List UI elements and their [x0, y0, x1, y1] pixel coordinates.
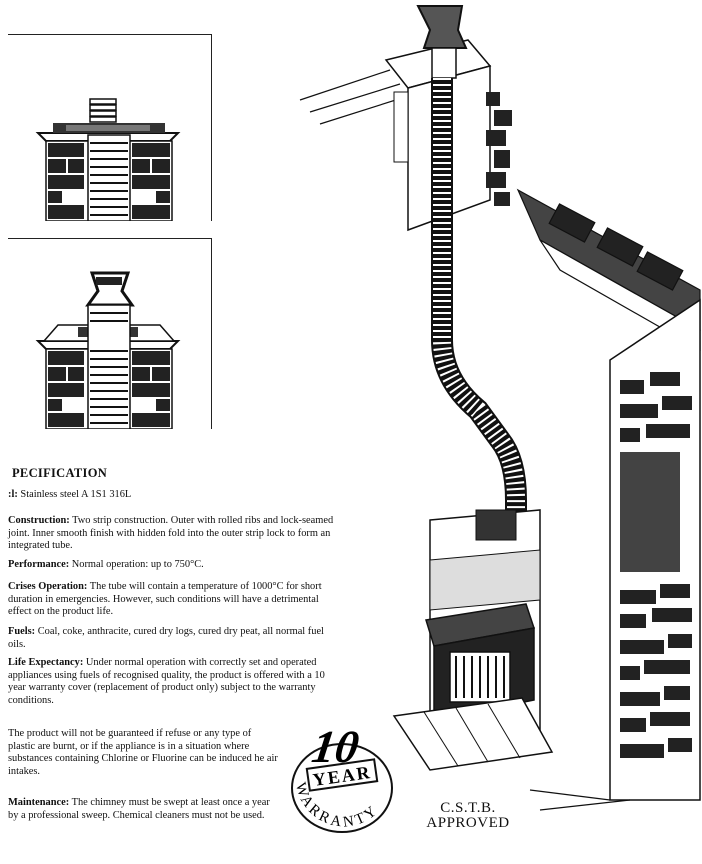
spec-material: :l: Stainless steel A 1S1 316L [8, 489, 338, 502]
spec-text: The chimney must be swept at least once … [8, 797, 270, 821]
spec-label: Fuels: [8, 626, 36, 637]
spec-label: Construction: [8, 515, 70, 526]
spec-label: Maintenance: [8, 797, 70, 808]
spec-performance: Performance: Normal operation: up to 750… [8, 559, 338, 572]
spec-construction: Construction: Two strip construction. Ou… [8, 515, 338, 553]
spec-text: Under normal operation with correctly se… [8, 657, 325, 706]
spec-maintenance: Maintenance: The chimney must be swept a… [8, 797, 278, 822]
approved-line: APPROVED [426, 815, 510, 831]
spec-label: :l: [8, 489, 18, 500]
spec-text: Coal, coke, anthracite, cured dry logs, … [8, 626, 324, 650]
spec-text: Stainless steel A 1S1 316L [17, 489, 132, 500]
chimney-liner-cutaway-illustration [299, 5, 701, 811]
spec-text: Two strip construction. Outer with rolle… [8, 515, 334, 552]
chimney-stack-illustration [35, 98, 181, 222]
spec-text: Normal operation: up to 750°C. [69, 559, 204, 570]
spec-text: The tube will contain a temperature of 1… [8, 581, 322, 618]
warranty-word-path: WARRANTY [292, 781, 379, 831]
spec-text: The product will not be guaranteed if re… [8, 728, 278, 777]
chimney-cowl-illustration [35, 271, 181, 430]
warranty-seal: 10 YEAR WARRANTY [291, 721, 393, 833]
spec-guarantee-note: The product will not be guaranteed if re… [8, 728, 278, 778]
spec-label: Performance: [8, 559, 70, 570]
cstb-approval: C.S.T.B. APPROVED [418, 801, 518, 831]
chimney-top-figure-2 [8, 238, 212, 430]
spec-label: Crises Operation: [8, 581, 88, 592]
spec-crises-operation: Crises Operation: The tube will contain … [8, 581, 338, 619]
specification-title: PECIFICATION [12, 466, 108, 480]
cstb-line: C.S.T.B. [440, 800, 496, 816]
spec-label: Life Expectancy: [8, 657, 84, 668]
spec-life-expectancy: Life Expectancy: Under normal operation … [8, 657, 338, 707]
warranty-word: WARRANTY [292, 781, 382, 831]
spec-fuels: Fuels: Coal, coke, anthracite, cured dry… [8, 626, 338, 651]
chimney-top-figure-1 [8, 34, 212, 222]
